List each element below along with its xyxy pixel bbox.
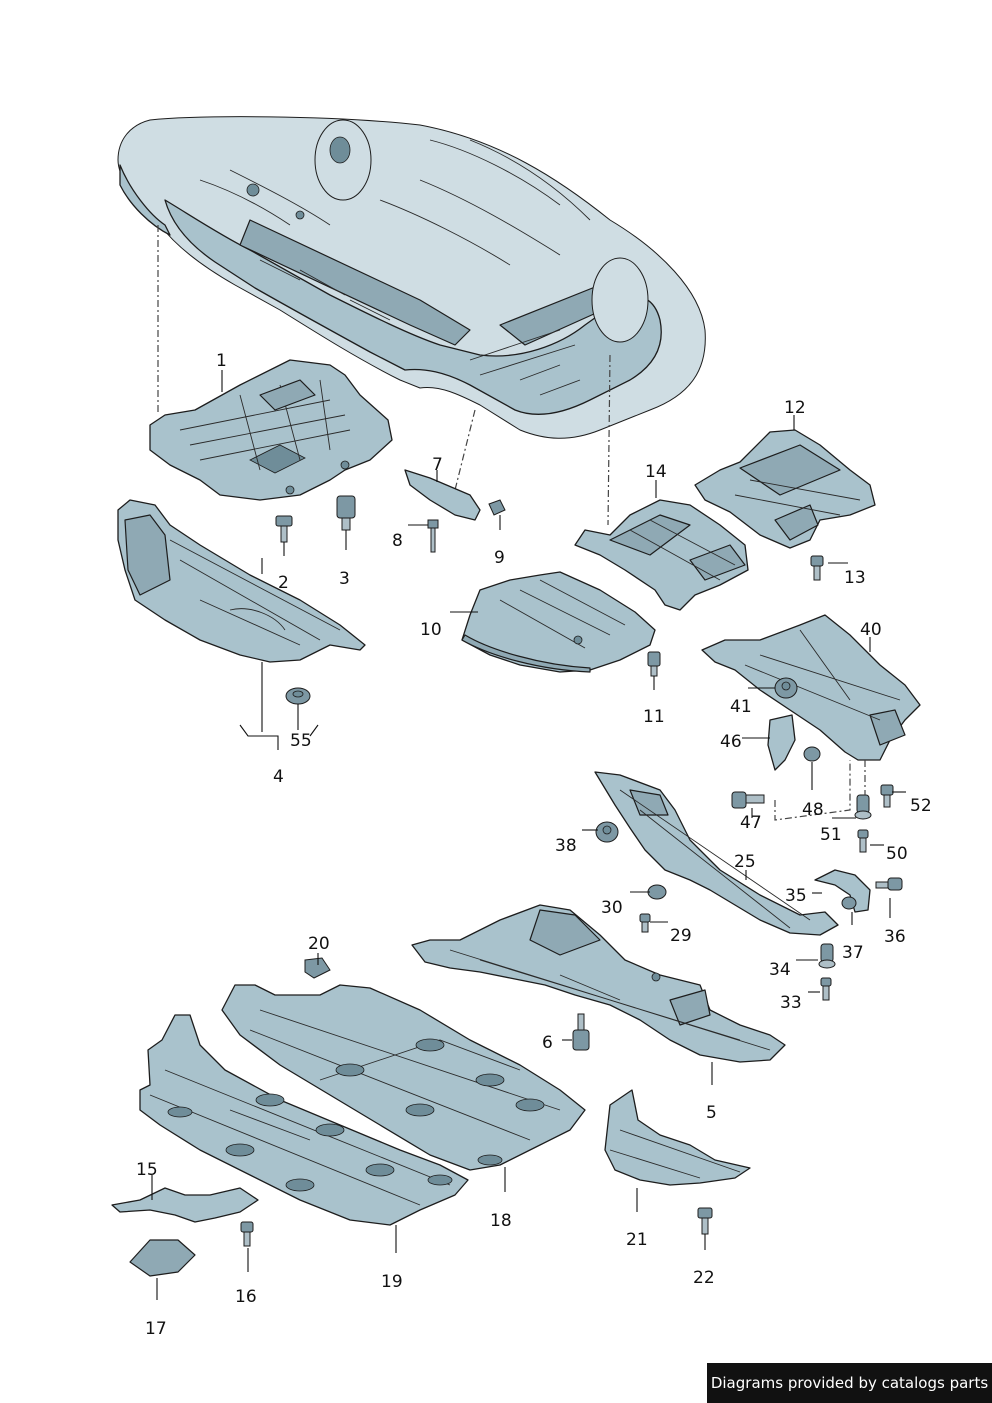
part-12-heat-shield xyxy=(694,429,876,549)
callout-50: 50 xyxy=(886,844,908,864)
part-10-tray xyxy=(461,571,656,673)
callout-8: 8 xyxy=(392,531,403,551)
part-7-bracket xyxy=(404,469,481,521)
fastener-41 xyxy=(774,677,798,699)
clip-30 xyxy=(647,884,667,900)
bolt-16 xyxy=(240,1221,254,1247)
part-14-heat-shield xyxy=(574,499,749,611)
callout-52: 52 xyxy=(910,796,932,816)
bolt-33 xyxy=(820,977,832,1001)
part-17-pad xyxy=(129,1239,196,1277)
catalog-credit-text: Diagrams provided by catalogs parts xyxy=(710,1374,989,1392)
part-8-screw xyxy=(427,519,439,553)
callout-41: 41 xyxy=(730,697,752,717)
callout-55: 55 xyxy=(290,731,312,751)
callout-labels: 1 2 3 4 55 7 8 9 10 11 12 13 14 40 41 46… xyxy=(136,351,932,1339)
callout-3: 3 xyxy=(339,569,350,589)
vehicle-underbody xyxy=(117,116,706,439)
bolt-13 xyxy=(810,555,824,581)
callout-35: 35 xyxy=(785,886,807,906)
clip-38 xyxy=(595,821,619,843)
bolt-3 xyxy=(336,495,356,531)
callout-19: 19 xyxy=(381,1272,403,1292)
callout-46: 46 xyxy=(720,732,742,752)
callout-6: 6 xyxy=(542,1033,553,1053)
callout-12: 12 xyxy=(784,398,806,418)
callout-36: 36 xyxy=(884,927,906,947)
part-21-cover xyxy=(604,1089,751,1186)
callout-20: 20 xyxy=(308,934,330,954)
callout-34: 34 xyxy=(769,960,791,980)
bolt-2 xyxy=(275,515,293,543)
part-1-engine-undertray xyxy=(149,359,393,501)
nut-37 xyxy=(841,896,857,910)
nut-48 xyxy=(803,746,821,762)
bolt-6 xyxy=(572,1013,590,1051)
bolt-11 xyxy=(647,651,661,677)
callout-21: 21 xyxy=(626,1230,648,1250)
callout-1: 1 xyxy=(216,351,227,371)
callout-29: 29 xyxy=(670,926,692,946)
bolt-22 xyxy=(697,1207,713,1235)
bolt-36 xyxy=(875,877,903,891)
clip-34 xyxy=(818,943,836,969)
callout-14: 14 xyxy=(645,462,667,482)
callout-13: 13 xyxy=(844,568,866,588)
callout-4: 4 xyxy=(273,767,284,787)
callout-5: 5 xyxy=(706,1103,717,1123)
callout-37: 37 xyxy=(842,943,864,963)
callout-40: 40 xyxy=(860,620,882,640)
part-55-clip xyxy=(285,687,311,705)
part-15-bracket xyxy=(111,1187,259,1223)
callout-48: 48 xyxy=(802,800,824,820)
part-5-tunnel-panel xyxy=(411,904,786,1063)
bolt-29 xyxy=(639,913,651,933)
bolt-52 xyxy=(880,784,894,808)
callout-25: 25 xyxy=(734,852,756,872)
part-20-clip xyxy=(304,957,331,979)
alignment-line-40 xyxy=(774,760,866,821)
part-25-brace xyxy=(594,771,839,936)
bracket-46 xyxy=(767,714,796,771)
part-19-floor-panel xyxy=(139,1014,469,1226)
part-9-nut xyxy=(488,499,506,516)
callout-33: 33 xyxy=(780,993,802,1013)
callout-2: 2 xyxy=(278,573,289,593)
callout-15: 15 xyxy=(136,1160,158,1180)
callout-9: 9 xyxy=(494,548,505,568)
callout-11: 11 xyxy=(643,707,665,727)
bolt-47 xyxy=(731,791,765,809)
callout-47: 47 xyxy=(740,813,762,833)
part-18-floor-panel xyxy=(221,984,586,1171)
callout-17: 17 xyxy=(145,1319,167,1339)
callout-18: 18 xyxy=(490,1211,512,1231)
part-40-cover xyxy=(701,614,921,761)
callout-22: 22 xyxy=(693,1268,715,1288)
clip-51 xyxy=(854,794,872,820)
part-2-side-panel xyxy=(117,499,366,663)
catalog-credit-banner: Diagrams provided by catalogs parts xyxy=(707,1363,992,1403)
bolt-50 xyxy=(857,829,869,853)
callout-10: 10 xyxy=(420,620,442,640)
callout-30: 30 xyxy=(601,898,623,918)
callout-51: 51 xyxy=(820,825,842,845)
callout-38: 38 xyxy=(555,836,577,856)
leader-lines xyxy=(151,370,906,1300)
alignment-line-middle xyxy=(454,409,476,491)
alignment-line-rear xyxy=(607,354,611,526)
callout-7: 7 xyxy=(432,455,443,475)
callout-16: 16 xyxy=(235,1287,257,1307)
